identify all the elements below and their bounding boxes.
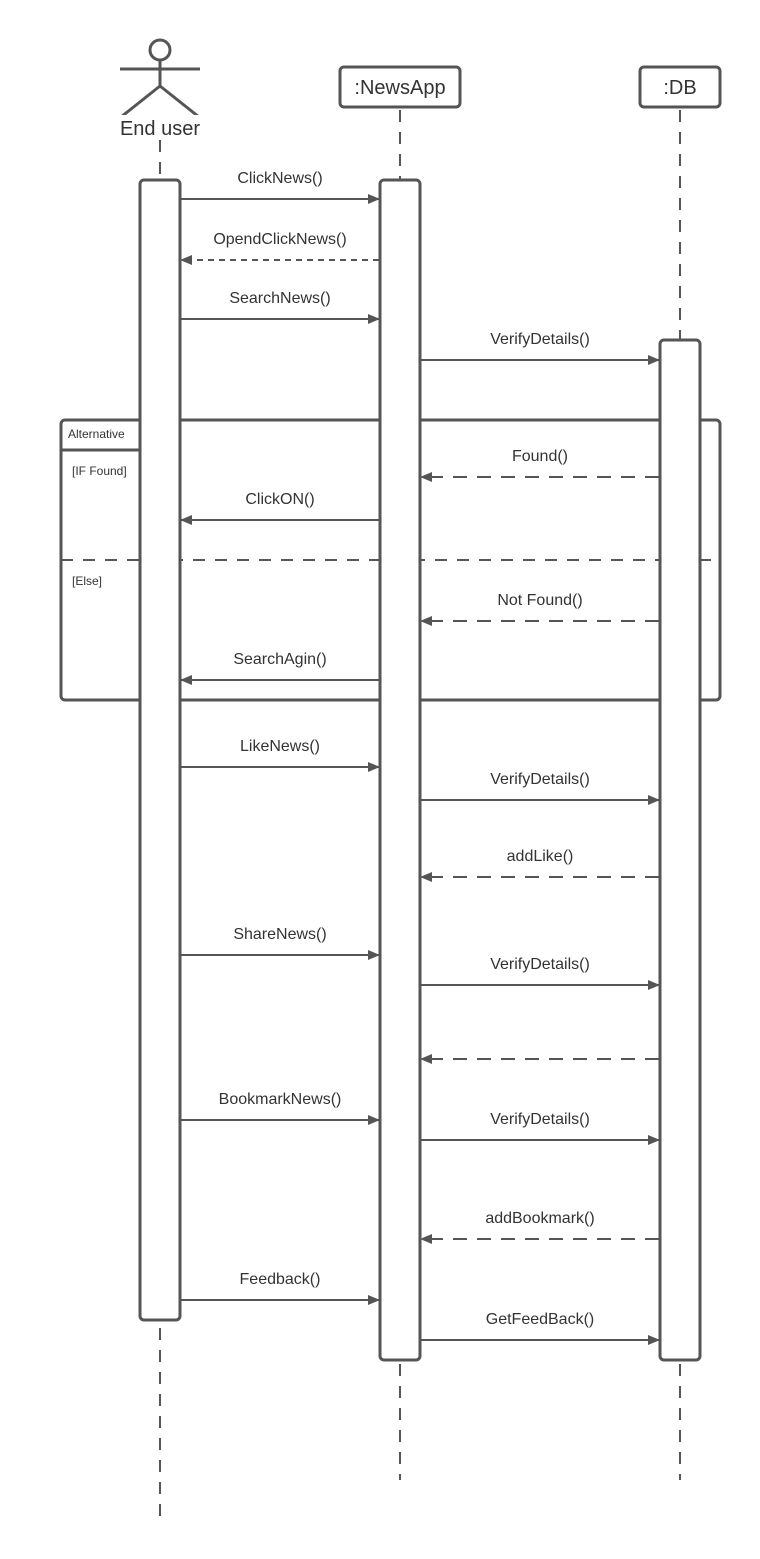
activation-db — [658, 338, 702, 1362]
message-label: SearchNews() — [229, 290, 330, 307]
message-19: GetFeedBack() — [421, 1311, 660, 1345]
message-11: addLike() — [420, 848, 659, 882]
message-label: SearchAgin() — [233, 651, 326, 668]
message-label: ClickON() — [245, 491, 314, 508]
message-9: LikeNews() — [181, 738, 380, 772]
message-label: Not Found() — [497, 592, 582, 609]
message-13: VerifyDetails() — [421, 956, 660, 990]
activation-newsapp — [378, 178, 422, 1362]
message-5: Found() — [420, 448, 659, 482]
message-label: BookmarkNews() — [219, 1091, 342, 1108]
message-10: VerifyDetails() — [421, 771, 660, 805]
alt-guard-if: [IF Found] — [72, 464, 127, 478]
message-label: ShareNews() — [233, 926, 326, 943]
message-17: addBookmark() — [420, 1210, 659, 1244]
alt-guard-else: [Else] — [72, 574, 102, 588]
message-label: LikeNews() — [240, 738, 320, 755]
message-7: Not Found() — [420, 592, 659, 626]
message-label: VerifyDetails() — [490, 331, 590, 348]
message-4: VerifyDetails() — [421, 331, 660, 365]
message-label: VerifyDetails() — [490, 771, 590, 788]
message-label: Found() — [512, 448, 568, 465]
message-18: Feedback() — [181, 1271, 380, 1305]
message-label: addLike() — [507, 848, 574, 865]
message-label: ClickNews() — [237, 170, 322, 187]
participant-db-label: :DB — [663, 77, 696, 99]
message-3: SearchNews() — [181, 290, 380, 324]
message-16: VerifyDetails() — [421, 1111, 660, 1145]
message-label: VerifyDetails() — [490, 956, 590, 973]
stick-figure-icon — [120, 38, 200, 119]
message-15: BookmarkNews() — [181, 1091, 380, 1125]
message-6: ClickON() — [180, 491, 379, 525]
alt-operator-label: Alternative — [68, 427, 125, 441]
messages-layer: ClickNews() OpendClickNews() SearchNews() V… — [180, 170, 660, 1345]
activation-end-user — [138, 178, 182, 1322]
message-label: Feedback() — [240, 1271, 321, 1288]
actor-label: End user — [120, 118, 200, 140]
message-label: GetFeedBack() — [486, 1311, 594, 1328]
message-label: OpendClickNews() — [213, 231, 346, 248]
message-12: ShareNews() — [181, 926, 380, 960]
message-label: VerifyDetails() — [490, 1111, 590, 1128]
message-1: ClickNews() — [181, 170, 380, 204]
participant-newsapp-box — [338, 65, 462, 109]
participant-db-box — [638, 65, 722, 109]
message-label: addBookmark() — [485, 1210, 594, 1227]
participant-newsapp-label: :NewsApp — [354, 77, 445, 99]
message-2: OpendClickNews() — [180, 231, 379, 265]
message-8: SearchAgin() — [180, 651, 379, 685]
